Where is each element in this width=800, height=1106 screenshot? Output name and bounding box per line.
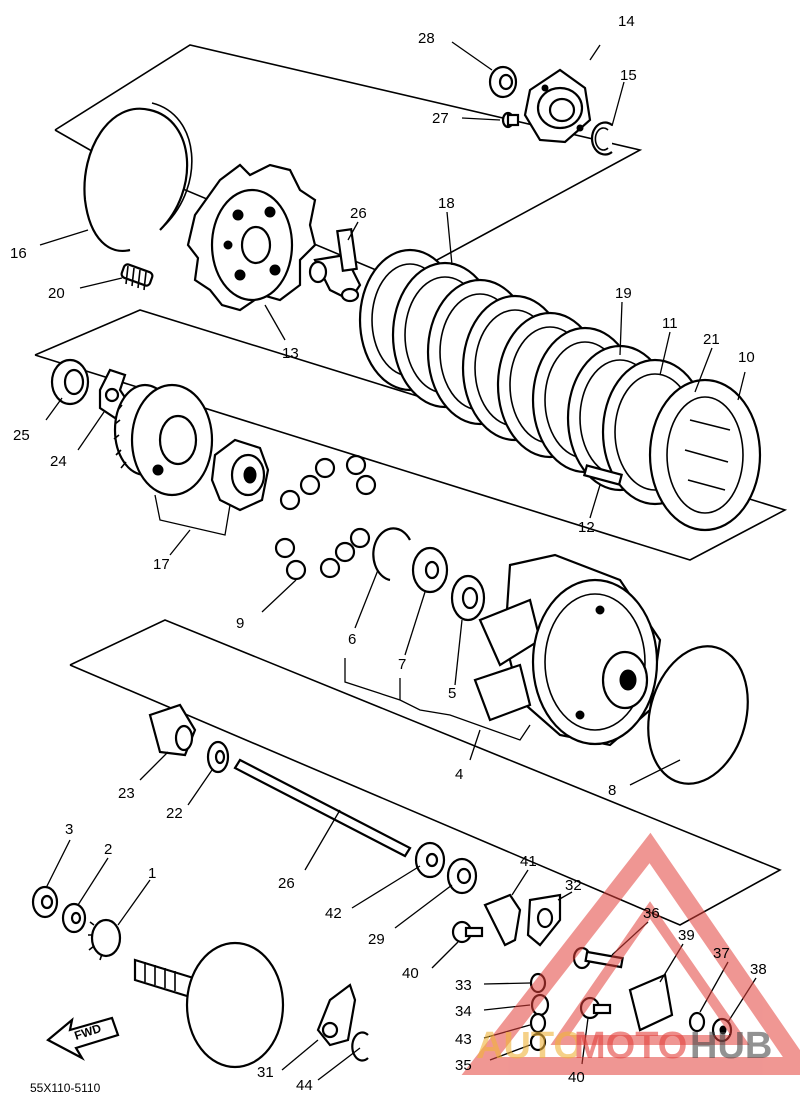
washer-37 bbox=[688, 1011, 706, 1033]
push-rod-27 bbox=[308, 227, 362, 303]
cam-23 bbox=[148, 703, 197, 757]
label-20: 21 bbox=[703, 331, 720, 348]
oil-seal-25 bbox=[50, 358, 90, 406]
label-30: 29 bbox=[368, 931, 385, 948]
bearing-housing bbox=[523, 68, 592, 144]
bearing-29 bbox=[488, 65, 518, 99]
gear-hub-17 bbox=[210, 438, 270, 512]
label-15: 15 bbox=[620, 67, 637, 84]
label-1: 1 bbox=[148, 865, 156, 882]
label-9: 9 bbox=[236, 615, 244, 632]
arm-32 bbox=[526, 893, 562, 947]
crankshaft bbox=[133, 941, 285, 1069]
ball-set bbox=[274, 454, 377, 581]
washer-35 bbox=[529, 1032, 547, 1052]
nut-3 bbox=[31, 885, 59, 919]
bolt-12 bbox=[582, 464, 624, 486]
fwd-arrow-icon: FWD bbox=[46, 1016, 120, 1061]
label-4: 4 bbox=[455, 766, 463, 783]
lever-31 bbox=[316, 983, 357, 1047]
label-6: 6 bbox=[348, 631, 356, 648]
label-21: 20 bbox=[48, 285, 65, 302]
plate-39 bbox=[628, 973, 674, 1032]
circlip-6 bbox=[372, 527, 411, 582]
washer-7 bbox=[411, 546, 449, 594]
push-rod-26 bbox=[233, 758, 412, 858]
label-39: 39 bbox=[678, 927, 695, 944]
label-11: 11 bbox=[662, 315, 678, 332]
label-37: 37 bbox=[713, 945, 730, 962]
watermark-logo bbox=[461, 832, 800, 1075]
seal-30 bbox=[446, 857, 478, 895]
clutch-plate-stack bbox=[358, 248, 762, 532]
watermark-auto: AUTO bbox=[476, 1025, 583, 1067]
label-8: 8 bbox=[608, 782, 616, 799]
washer-42 bbox=[414, 841, 446, 879]
clutch-housing-4 bbox=[473, 553, 662, 747]
washer-2 bbox=[61, 902, 87, 934]
washer-22 bbox=[206, 740, 230, 774]
label-40b: 40 bbox=[568, 1069, 585, 1086]
label-35: 35 bbox=[455, 1057, 472, 1074]
label-33: 33 bbox=[455, 977, 472, 994]
bracket-41 bbox=[483, 893, 522, 947]
label-29: 28 bbox=[418, 30, 435, 47]
label-13: 13 bbox=[282, 345, 299, 362]
label-25: 25 bbox=[13, 427, 30, 444]
pressure-plate-13 bbox=[186, 163, 317, 312]
label-38: 38 bbox=[750, 961, 767, 978]
label-43: 43 bbox=[455, 1031, 472, 1048]
label-19: 19 bbox=[615, 285, 632, 302]
spring-21 bbox=[120, 263, 154, 291]
label-44: 44 bbox=[296, 1077, 313, 1094]
watermark-hub: HUB bbox=[690, 1025, 772, 1067]
reference-code: 55X110-5110 bbox=[30, 1081, 101, 1095]
label-34: 34 bbox=[455, 1003, 472, 1020]
label-26: 26 bbox=[278, 875, 295, 892]
collar-43 bbox=[529, 1012, 547, 1034]
washer-5 bbox=[450, 574, 486, 622]
screw-40a bbox=[451, 920, 484, 944]
label-40a: 40 bbox=[402, 965, 419, 982]
circlip-44 bbox=[351, 1031, 369, 1062]
label-41: 41 bbox=[520, 853, 537, 870]
bolt-28 bbox=[501, 111, 520, 129]
label-28: 27 bbox=[432, 110, 449, 127]
label-14: 14 bbox=[618, 13, 635, 30]
watermark-triangle bbox=[461, 832, 800, 1075]
label-3: 3 bbox=[65, 821, 73, 838]
label-5: 5 bbox=[448, 685, 456, 702]
label-31: 31 bbox=[257, 1064, 274, 1081]
label-24: 24 bbox=[50, 453, 67, 470]
label-7: 7 bbox=[398, 656, 406, 673]
label-23: 23 bbox=[118, 785, 135, 802]
gear-1 bbox=[88, 918, 122, 961]
part-labels: 14 15 28 27 16 20 13 26 18 19 11 21 10 1… bbox=[10, 13, 767, 1095]
label-16: 16 bbox=[10, 245, 27, 262]
group-frame-lines bbox=[34, 44, 788, 926]
label-27: 26 bbox=[350, 205, 367, 222]
label-18: 18 bbox=[438, 195, 455, 212]
label-17: 17 bbox=[153, 556, 170, 573]
circlip-15 bbox=[590, 121, 613, 156]
label-42: 42 bbox=[325, 905, 342, 922]
label-22: 22 bbox=[166, 805, 183, 822]
wire-ring-16 bbox=[83, 102, 193, 252]
label-12: 12 bbox=[578, 519, 595, 536]
watermark-text: AUTO MOTO HUB bbox=[476, 1025, 772, 1067]
o-ring-8 bbox=[647, 645, 749, 785]
label-2: 2 bbox=[104, 841, 112, 858]
label-32: 32 bbox=[565, 877, 582, 894]
label-10: 10 bbox=[738, 349, 755, 366]
watermark-moto: MOTO bbox=[574, 1025, 687, 1067]
primary-driven-gear-17 bbox=[113, 383, 214, 497]
label-36: 36 bbox=[643, 905, 660, 922]
